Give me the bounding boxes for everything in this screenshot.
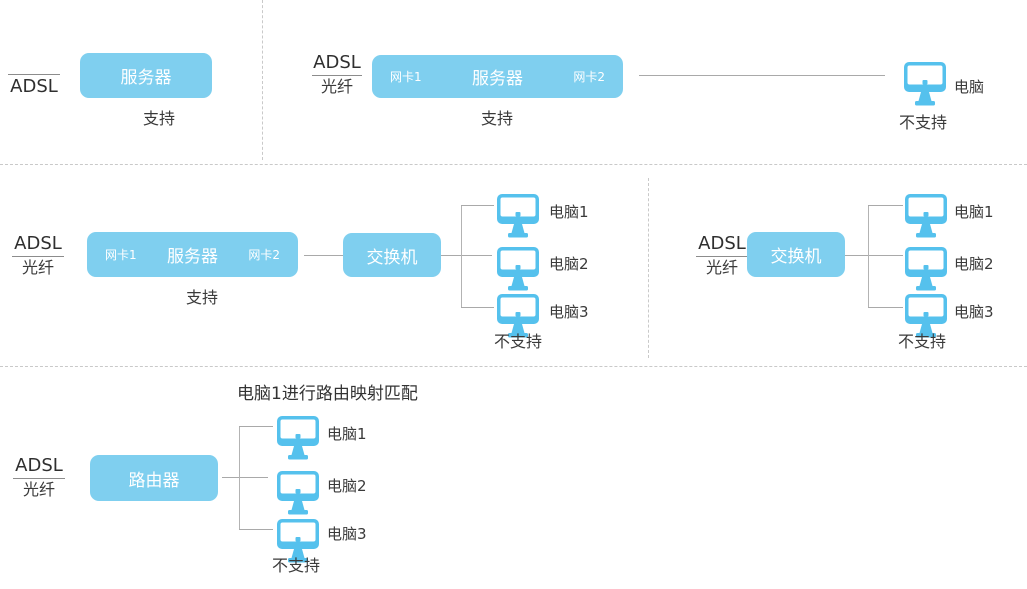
- bracket-branch-line: [868, 307, 903, 308]
- computer-label: 电脑1: [327, 425, 367, 443]
- verdict-label: 支持: [143, 109, 176, 128]
- connector-line: [304, 255, 343, 256]
- nic1-label: 网卡1: [390, 70, 422, 84]
- computer-icon: [497, 247, 539, 291]
- bracket-vertical-line: [239, 426, 240, 529]
- server-node: 网卡1 服务器 网卡2: [87, 232, 298, 277]
- verdict-label: 不支持: [899, 113, 948, 132]
- router-mapping-note: 电脑1进行路由映射匹配: [237, 384, 418, 404]
- server-label: 服务器: [120, 68, 172, 88]
- server-label: 服务器: [167, 247, 218, 267]
- wan-adsl-label: ADSL: [15, 455, 63, 476]
- wan-adsl-label: ADSL: [10, 76, 58, 97]
- computer-icon: [905, 194, 947, 238]
- wan-fraction: ADSL 光纤: [696, 234, 748, 277]
- computer-label: 电脑2: [954, 255, 994, 273]
- nic1-label: 网卡1: [105, 248, 137, 262]
- fraction-bar: [312, 75, 362, 76]
- verdict-label: 不支持: [898, 332, 947, 351]
- wan-adsl-label: ADSL: [698, 233, 746, 254]
- bracket-branch-line: [461, 307, 494, 308]
- computer-icon: [277, 471, 319, 515]
- computer-label: 电脑3: [954, 303, 994, 321]
- computer-icon: [905, 294, 947, 338]
- verdict-label: 支持: [186, 288, 219, 307]
- wan-fiber-label: 光纤: [22, 480, 55, 499]
- computer-icon: [277, 519, 319, 563]
- computer-label: 电脑1: [954, 203, 994, 221]
- switch-label: 交换机: [770, 247, 822, 267]
- verdict-label: 支持: [481, 109, 514, 128]
- computer-label: 电脑3: [327, 525, 367, 543]
- computer-icon: [497, 194, 539, 238]
- computer-label: 电脑: [954, 78, 985, 96]
- computer-label: 电脑1: [549, 203, 589, 221]
- wan-fiber-label: 光纤: [21, 258, 54, 277]
- bracket-branch-line: [239, 529, 273, 530]
- wan-fraction: ADSL: [8, 71, 60, 96]
- nic2-label: 网卡2: [573, 70, 605, 84]
- wan-adsl-label: ADSL: [313, 52, 361, 73]
- verdict-label: 不支持: [272, 556, 321, 575]
- switch-node: 交换机: [747, 232, 845, 277]
- bracket-branch-line: [868, 205, 903, 206]
- connector-line: [639, 75, 885, 76]
- divider-horizontal-2: [0, 366, 1027, 367]
- router-label: 路由器: [128, 470, 180, 491]
- computer-icon: [905, 247, 947, 291]
- fraction-bar: [8, 74, 60, 75]
- wan-fraction: ADSL 光纤: [12, 234, 64, 277]
- wan-fiber-label: 光纤: [320, 77, 353, 96]
- fraction-bar: [12, 256, 64, 257]
- divider-vertical-top: [262, 0, 263, 160]
- computer-icon: [497, 294, 539, 338]
- computer-icon: [904, 62, 946, 106]
- connector-line: [222, 477, 268, 478]
- fraction-bar: [696, 256, 748, 257]
- fraction-bar: [13, 478, 65, 479]
- connector-line: [845, 255, 903, 256]
- server-node: 网卡1 服务器 网卡2: [372, 55, 623, 98]
- computer-icon: [277, 416, 319, 460]
- bracket-branch-line: [461, 205, 494, 206]
- computer-label: 电脑2: [327, 477, 367, 495]
- computer-label: 电脑2: [549, 255, 589, 273]
- switch-node: 交换机: [343, 233, 441, 277]
- router-node: 路由器: [90, 455, 218, 501]
- wan-adsl-label: ADSL: [14, 233, 62, 254]
- divider-horizontal-1: [0, 164, 1027, 165]
- bracket-vertical-line: [868, 205, 869, 307]
- server-label: 服务器: [472, 69, 523, 89]
- wan-fiber-label: 光纤: [705, 258, 738, 277]
- connector-line: [441, 255, 492, 256]
- bracket-vertical-line: [461, 205, 462, 307]
- server-node: 服务器: [80, 53, 212, 98]
- verdict-label: 不支持: [494, 332, 543, 351]
- divider-vertical-middle: [648, 178, 649, 358]
- wan-fraction: ADSL 光纤: [312, 53, 362, 96]
- computer-label: 电脑3: [549, 303, 589, 321]
- wan-fraction: ADSL 光纤: [13, 456, 65, 499]
- nic2-label: 网卡2: [248, 248, 280, 262]
- switch-label: 交换机: [366, 247, 418, 268]
- bracket-branch-line: [239, 426, 273, 427]
